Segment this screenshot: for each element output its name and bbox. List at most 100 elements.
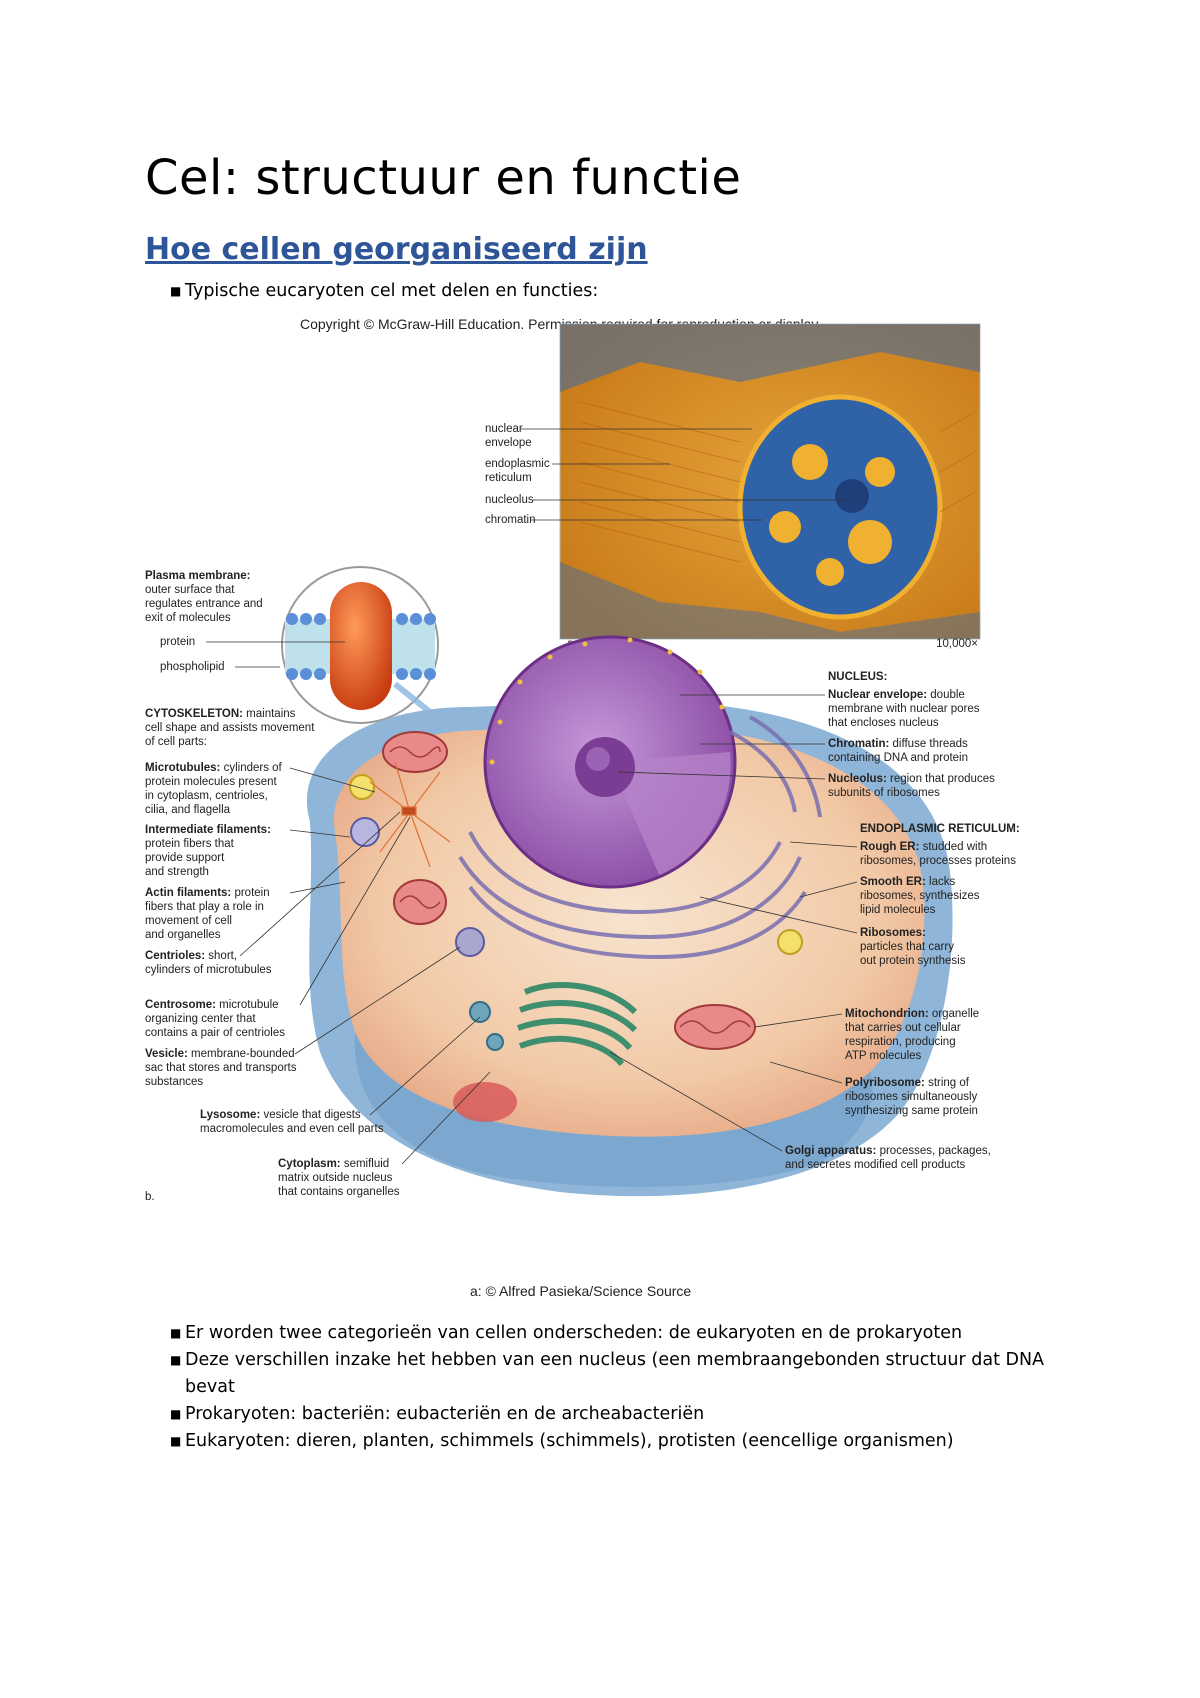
label-chromatin: Chromatin: diffuse threads bbox=[828, 738, 968, 750]
endoplasmic-reticulum bbox=[458, 715, 822, 960]
list-item: ■ Eukaryoten: dieren, planten, schimmels… bbox=[170, 1428, 1085, 1455]
label-mitochondrion-line4: ATP molecules bbox=[845, 1050, 922, 1062]
label-mitochondrion-line2: that carries out cellular bbox=[845, 1022, 961, 1034]
label-microtubules: Microtubules: cylinders of bbox=[145, 762, 283, 774]
label-microtubules-line2: protein molecules present bbox=[145, 776, 277, 788]
micrograph-label-reticulum: reticulum bbox=[485, 472, 532, 484]
mitochondria bbox=[382, 731, 756, 1050]
bullet-list: ■ Er worden twee categorieën van cellen … bbox=[170, 1320, 1085, 1455]
label-ribosomes-line2: out protein synthesis bbox=[860, 955, 966, 967]
label-actin-line4: and organelles bbox=[145, 929, 221, 941]
bullet-square-icon: ■ bbox=[170, 1353, 182, 1367]
label-intermediate-line3: and strength bbox=[145, 866, 209, 878]
micrograph-panel: a. 10,000× bbox=[559, 323, 981, 650]
label-vesicle-line3: substances bbox=[145, 1076, 203, 1088]
label-nucleolus: Nucleolus: region that produces bbox=[828, 773, 995, 785]
list-item: ■ Prokaryoten: bacteriën: eubacteriën en… bbox=[170, 1401, 1085, 1428]
micrograph-nucleolus bbox=[835, 479, 869, 513]
label-cytoplasm-line3: that contains organelles bbox=[278, 1186, 400, 1198]
cell-figure: a. 10,000× nuclear envelope endoplasmic … bbox=[145, 323, 1020, 1203]
label-centrosome-line3: contains a pair of centrioles bbox=[145, 1027, 285, 1039]
list-item: ■ Er worden twee categorieën van cellen … bbox=[170, 1320, 1085, 1347]
micrograph-label-envelope: envelope bbox=[485, 437, 532, 449]
intro-bullet: ■ Typische eucaryoten cel met delen en f… bbox=[170, 278, 599, 305]
label-cytoplasm-line2: matrix outside nucleus bbox=[278, 1172, 393, 1184]
label-centrioles-line2: cylinders of microtubules bbox=[145, 964, 272, 976]
left-labels: CYTOSKELETON: maintains cell shape and a… bbox=[145, 708, 491, 1203]
label-nucleolus-line2: subunits of ribosomes bbox=[828, 787, 940, 799]
protein-label: protein bbox=[160, 636, 195, 648]
list-item-text: Deze verschillen inzake het hebben van e… bbox=[185, 1350, 1045, 1397]
label-actin-line2: fibers that play a role in bbox=[145, 901, 264, 913]
plasma-membrane-desc-2: regulates entrance and bbox=[145, 598, 263, 610]
label-golgi: Golgi apparatus: processes, packages, bbox=[785, 1145, 991, 1157]
label-er-heading: ENDOPLASMIC RETICULUM: bbox=[860, 823, 1020, 835]
label-golgi-line2: and secretes modified cell products bbox=[785, 1159, 966, 1171]
label-nucleus-heading: NUCLEUS: bbox=[828, 671, 887, 683]
micrograph-label-chromatin: chromatin bbox=[485, 514, 536, 526]
label-cytoplasm: Cytoplasm: semifluid bbox=[278, 1158, 389, 1170]
label-rough-er: Rough ER: studded with bbox=[860, 841, 987, 853]
bullet-square-icon: ■ bbox=[170, 284, 182, 298]
label-microtubules-line4: cilia, and flagella bbox=[145, 804, 231, 816]
label-cytoskeleton: CYTOSKELETON: maintains bbox=[145, 708, 296, 720]
centrosome bbox=[369, 761, 451, 868]
label-lysosome-line2: macromolecules and even cell parts bbox=[200, 1123, 384, 1135]
cytoplasm-area bbox=[333, 726, 925, 1137]
bullet-square-icon: ■ bbox=[170, 1326, 182, 1340]
list-item: ■ Deze verschillen inzake het hebben van… bbox=[170, 1347, 1085, 1401]
cell-panel-letter: b. bbox=[145, 1191, 155, 1203]
intro-bullet-text: Typische eucaryoten cel met delen en fun… bbox=[185, 281, 599, 301]
label-mitochondrion: Mitochondrion: organelle bbox=[845, 1008, 979, 1020]
vesicles bbox=[349, 774, 803, 1122]
right-labels: NUCLEUS: Nuclear envelope: double membra… bbox=[609, 671, 1020, 1171]
label-centrioles: Centrioles: short, bbox=[145, 950, 237, 962]
section-heading: Hoe cellen georganiseerd zijn bbox=[145, 232, 648, 267]
micrograph-label-nuclear: nuclear bbox=[485, 423, 523, 435]
micrograph-label-endoplasmic: endoplasmic bbox=[485, 458, 550, 470]
label-centrosome: Centrosome: microtubule bbox=[145, 999, 279, 1011]
label-nuclear-envelope-line2: membrane with nuclear pores bbox=[828, 703, 980, 715]
label-lysosome: Lysosome: vesicle that digests bbox=[200, 1109, 361, 1121]
plasma-membrane-title: Plasma membrane: bbox=[145, 570, 250, 582]
animal-cell-illustration bbox=[306, 635, 953, 1197]
plasma-membrane-desc-1: outer surface that bbox=[145, 584, 235, 596]
membrane-protein bbox=[330, 582, 392, 710]
label-smooth-er-line3: lipid molecules bbox=[860, 904, 936, 916]
label-intermediate-line1: protein fibers that bbox=[145, 838, 235, 850]
label-rough-er-line2: ribosomes, processes proteins bbox=[860, 855, 1016, 867]
label-vesicle-line2: sac that stores and transports bbox=[145, 1062, 297, 1074]
label-ribosomes: Ribosomes: bbox=[860, 927, 926, 939]
label-polyribosome-line3: synthesizing same protein bbox=[845, 1105, 978, 1117]
label-actin-filaments: Actin filaments: protein bbox=[145, 887, 270, 899]
label-cytoskeleton-line3: of cell parts: bbox=[145, 736, 207, 748]
label-vesicle: Vesicle: membrane-bounded bbox=[145, 1048, 295, 1060]
label-intermediate-filaments: Intermediate filaments: bbox=[145, 824, 271, 836]
label-polyribosome: Polyribosome: string of bbox=[845, 1077, 970, 1089]
plasma-membrane-inset: Plasma membrane: outer surface that regu… bbox=[145, 566, 443, 739]
label-ribosomes-line1: particles that carry bbox=[860, 941, 954, 953]
label-smooth-er: Smooth ER: lacks bbox=[860, 876, 955, 888]
label-microtubules-line3: in cytoplasm, centrioles, bbox=[145, 790, 268, 802]
micrograph-labels: nuclear envelope endoplasmic reticulum n… bbox=[485, 423, 846, 526]
phospholipid-label: phospholipid bbox=[160, 661, 225, 673]
page-title: Cel: structuur en functie bbox=[145, 150, 742, 206]
bullet-square-icon: ■ bbox=[170, 1407, 182, 1421]
label-centrosome-line2: organizing center that bbox=[145, 1013, 256, 1025]
figure-credit: a: © Alfred Pasieka/Science Source bbox=[470, 1283, 692, 1299]
label-actin-line3: movement of cell bbox=[145, 915, 232, 927]
label-nuclear-envelope-line3: that encloses nucleus bbox=[828, 717, 939, 729]
label-polyribosome-line2: ribosomes simultaneously bbox=[845, 1091, 978, 1103]
micrograph-magnification: 10,000× bbox=[936, 638, 978, 650]
golgi-apparatus bbox=[516, 981, 638, 1067]
micrograph-label-nucleolus: nucleolus bbox=[485, 494, 534, 506]
label-mitochondrion-line3: respiration, producing bbox=[845, 1036, 956, 1048]
plasma-membrane-desc-3: exit of molecules bbox=[145, 612, 231, 624]
list-item-text: Prokaryoten: bacteriën: eubacteriën en d… bbox=[185, 1404, 705, 1424]
label-cytoskeleton-line2: cell shape and assists movement bbox=[145, 722, 315, 734]
label-intermediate-line2: provide support bbox=[145, 852, 225, 864]
list-item-text: Eukaryoten: dieren, planten, schimmels (… bbox=[185, 1431, 954, 1451]
label-chromatin-line2: containing DNA and protein bbox=[828, 752, 968, 764]
label-smooth-er-line2: ribosomes, synthesizes bbox=[860, 890, 980, 902]
label-nuclear-envelope: Nuclear envelope: double bbox=[828, 689, 965, 701]
